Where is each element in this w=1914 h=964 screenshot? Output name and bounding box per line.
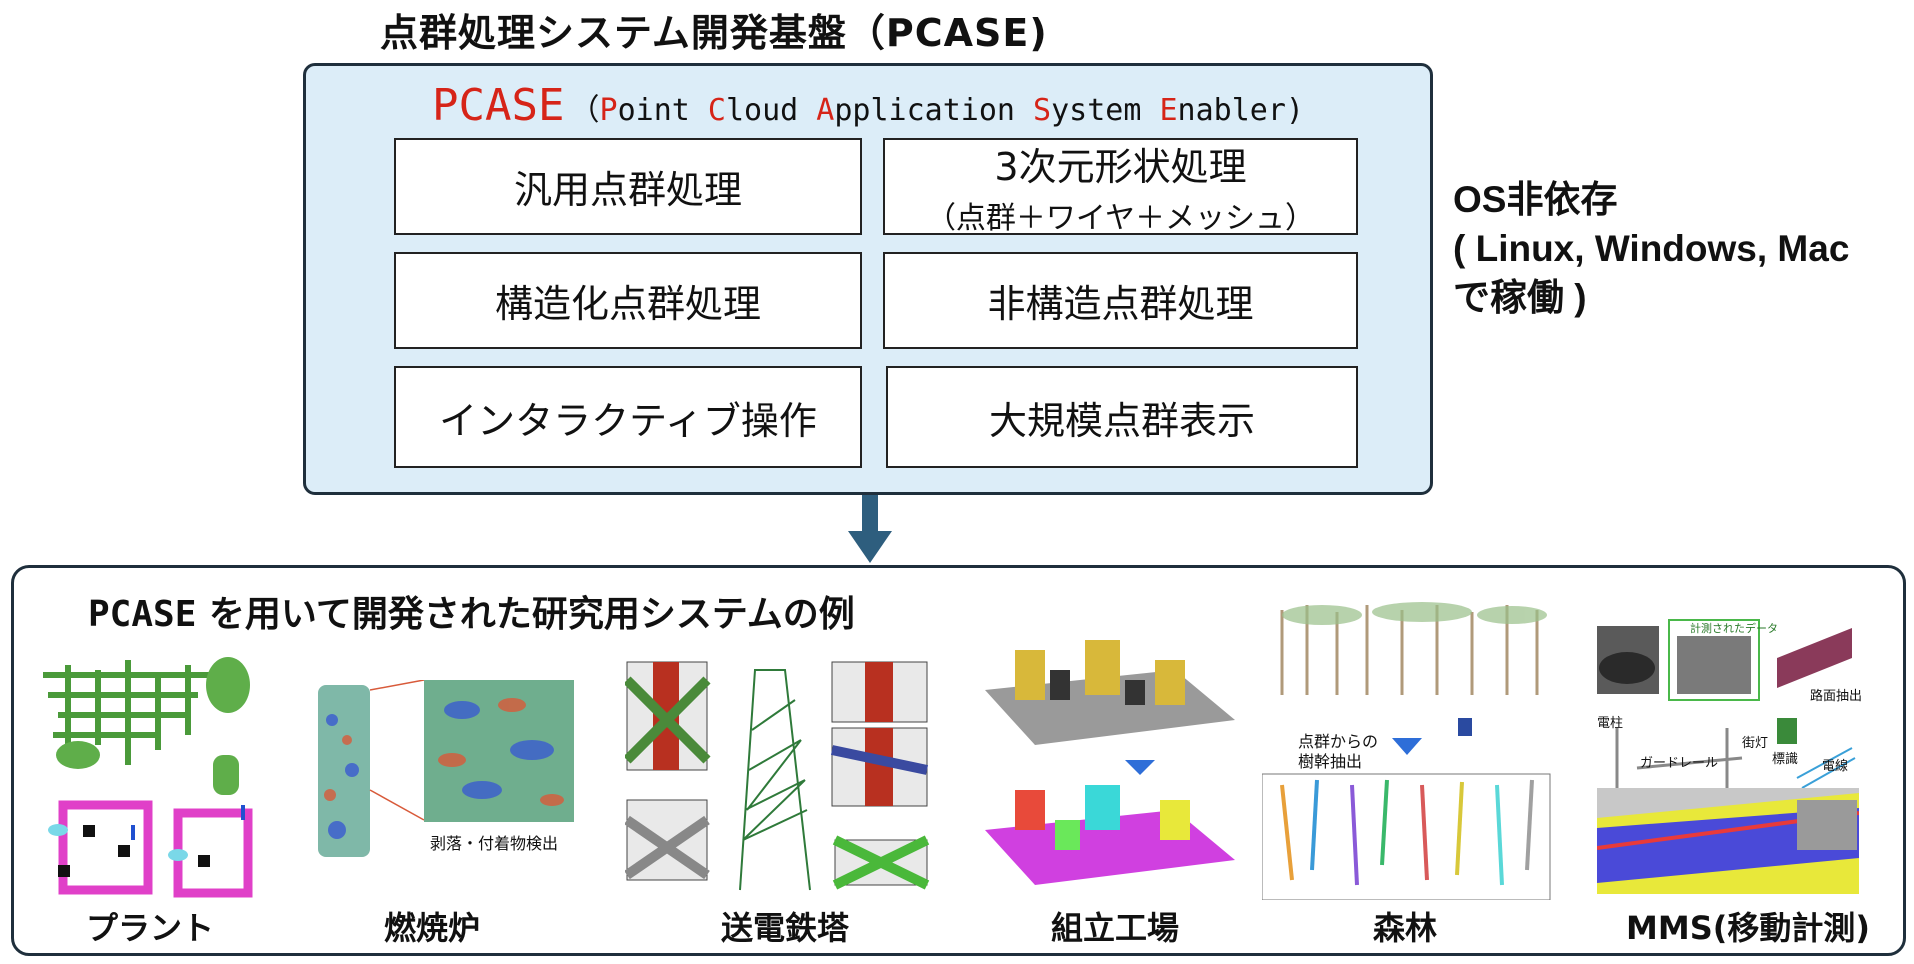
caption-furnace: 燃焼炉 — [383, 909, 481, 947]
feature-3d-shape: 3次元形状処理 （点群＋ワイヤ＋メッシュ） — [883, 138, 1358, 236]
feature-large-scale-display: 大規模点群表示 — [886, 366, 1358, 468]
pcase-full-name: （Point Cloud Application System Enabler) — [569, 93, 1304, 128]
annotation-utility-pole: 電柱 — [1597, 716, 1624, 731]
plant-image — [43, 657, 253, 898]
down-arrow-icon — [848, 495, 892, 563]
caption-factory: 組立工場 — [1050, 909, 1180, 947]
pcase-name: PCASE — [432, 80, 565, 131]
annotation-power-line: 電線 — [1822, 759, 1849, 774]
annotation-streetlight: 街灯 — [1742, 736, 1769, 751]
annotation-guardrail: ガードレール — [1640, 756, 1719, 771]
examples-title: PCASE を用いて開発された研究用システムの例 — [88, 594, 855, 635]
annotation-detection: 剥落・付着物検出 — [430, 834, 559, 853]
annotation-point-cloud-from: 点群からの — [1298, 732, 1379, 751]
feature-structured: 構造化点群処理 — [394, 252, 862, 349]
feature-interactive: インタラクティブ操作 — [394, 366, 862, 468]
furnace-image — [318, 680, 574, 857]
tower-image — [625, 661, 930, 891]
acronym-letter: A — [816, 93, 835, 128]
caption-forest: 森林 — [1372, 909, 1438, 947]
annotation-road-extraction: 路面抽出 — [1810, 689, 1863, 704]
annotation-sign: 標識 — [1772, 752, 1799, 767]
forest-image — [1262, 602, 1551, 900]
page-title: 点群処理システム開発基盤（PCASE) — [380, 11, 1048, 55]
pcase-framework-box: PCASE （Point Cloud Application System En… — [303, 63, 1433, 495]
annotation-trunk-extraction: 樹幹抽出 — [1298, 752, 1363, 771]
annotation-measured-data: 計測されたデータ — [1690, 622, 1778, 635]
acronym-letter: S — [1033, 93, 1052, 128]
acronym-letter: C — [707, 93, 726, 128]
feature-general-point-cloud: 汎用点群処理 — [394, 138, 862, 235]
caption-tower: 送電鉄塔 — [720, 909, 850, 947]
caption-mms: MMS(移動計測) — [1626, 909, 1870, 947]
pcase-heading: PCASE （Point Cloud Application System En… — [306, 80, 1430, 131]
factory-image — [985, 640, 1235, 885]
feature-unstructured: 非構造点群処理 — [883, 252, 1358, 349]
os-independence-note: OS非依存 ( Linux, Windows, Mac で稼働 ) — [1453, 179, 1850, 318]
acronym-letter: E — [1159, 93, 1178, 128]
mms-image — [1597, 619, 1859, 894]
acronym-letter: P — [599, 93, 618, 128]
caption-plant: プラント — [85, 909, 215, 947]
